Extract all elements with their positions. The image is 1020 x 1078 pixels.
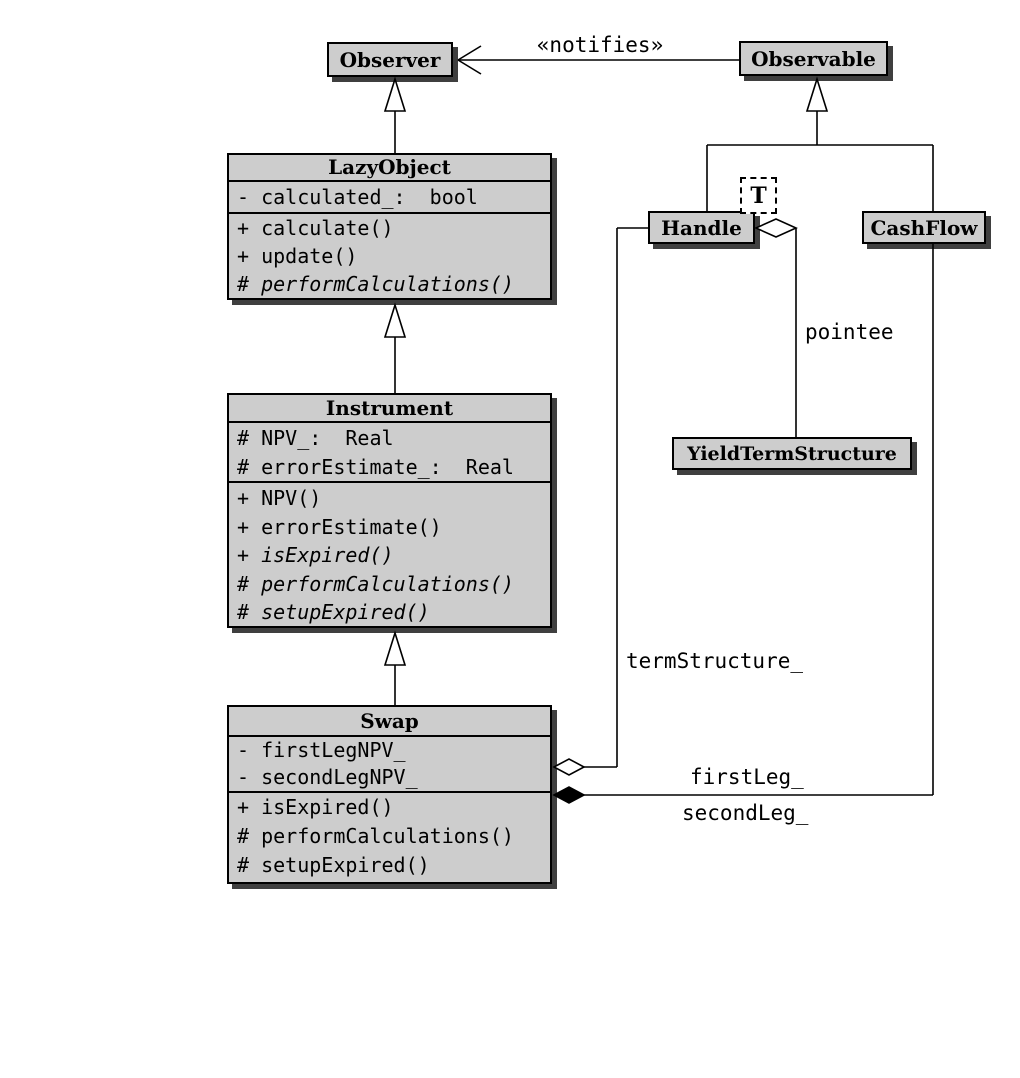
uml-method: + calculate() bbox=[237, 216, 394, 240]
class-observer-title: Observer bbox=[339, 47, 441, 72]
class-lazyobject-methods: + calculate() + update() # performCalcul… bbox=[229, 214, 550, 298]
class-instrument: Instrument # NPV_: Real # errorEstimate_… bbox=[227, 393, 552, 628]
uml-attribute: # errorEstimate_: Real bbox=[237, 455, 514, 479]
class-instrument-title: Instrument bbox=[229, 395, 550, 423]
template-parameter-label: T bbox=[750, 182, 767, 209]
class-swap-title: Swap bbox=[229, 707, 550, 737]
class-yieldtermstructure-title: YieldTermStructure bbox=[687, 442, 897, 465]
uml-method: # performCalculations() bbox=[237, 272, 514, 296]
class-lazyobject-attributes: - calculated_: bool bbox=[229, 182, 550, 214]
uml-attribute: - firstLegNPV_ bbox=[237, 738, 406, 762]
class-instrument-methods: + NPV() + errorEstimate() + isExpired() … bbox=[229, 483, 550, 627]
class-yieldtermstructure: YieldTermStructure bbox=[672, 437, 912, 470]
uml-attribute: - calculated_: bool bbox=[237, 185, 478, 209]
class-handle: Handle bbox=[648, 211, 755, 244]
label-firstleg: firstLeg_ bbox=[690, 765, 804, 789]
uml-method: # setupExpired() bbox=[237, 600, 430, 624]
label-notifies: «notifies» bbox=[536, 33, 664, 57]
uml-method: + NPV() bbox=[237, 486, 322, 510]
class-cashflow: CashFlow bbox=[862, 211, 986, 244]
uml-method: + errorEstimate() bbox=[237, 514, 442, 539]
label-secondleg: secondLeg_ bbox=[682, 801, 809, 825]
uml-method: + isExpired() bbox=[237, 795, 394, 819]
class-handle-title: Handle bbox=[661, 215, 742, 240]
uml-method: # setupExpired() bbox=[237, 853, 430, 877]
uml-method: + isExpired() bbox=[237, 543, 394, 567]
template-parameter-box: T bbox=[740, 177, 777, 214]
class-observable-title: Observable bbox=[751, 46, 876, 71]
class-cashflow-title: CashFlow bbox=[870, 215, 978, 240]
class-swap: Swap - firstLegNPV_ - secondLegNPV_ + is… bbox=[227, 705, 552, 884]
class-swap-methods: + isExpired() # performCalculations() # … bbox=[229, 793, 550, 880]
uml-method: # performCalculations() bbox=[237, 824, 514, 848]
class-instrument-attributes: # NPV_: Real # errorEstimate_: Real bbox=[229, 423, 550, 483]
class-observable: Observable bbox=[739, 41, 888, 76]
uml-attribute: - secondLegNPV_ bbox=[237, 765, 418, 789]
label-termstructure: termStructure_ bbox=[626, 649, 804, 673]
class-lazyobject: LazyObject - calculated_: bool + calcula… bbox=[227, 153, 552, 300]
uml-method: # performCalculations() bbox=[237, 571, 514, 596]
class-swap-attributes: - firstLegNPV_ - secondLegNPV_ bbox=[229, 737, 550, 793]
class-observer: Observer bbox=[327, 42, 453, 77]
uml-method: + update() bbox=[237, 244, 358, 268]
uml-attribute: # NPV_: Real bbox=[237, 426, 394, 450]
class-lazyobject-title: LazyObject bbox=[229, 155, 550, 182]
label-pointee: pointee bbox=[805, 320, 894, 344]
